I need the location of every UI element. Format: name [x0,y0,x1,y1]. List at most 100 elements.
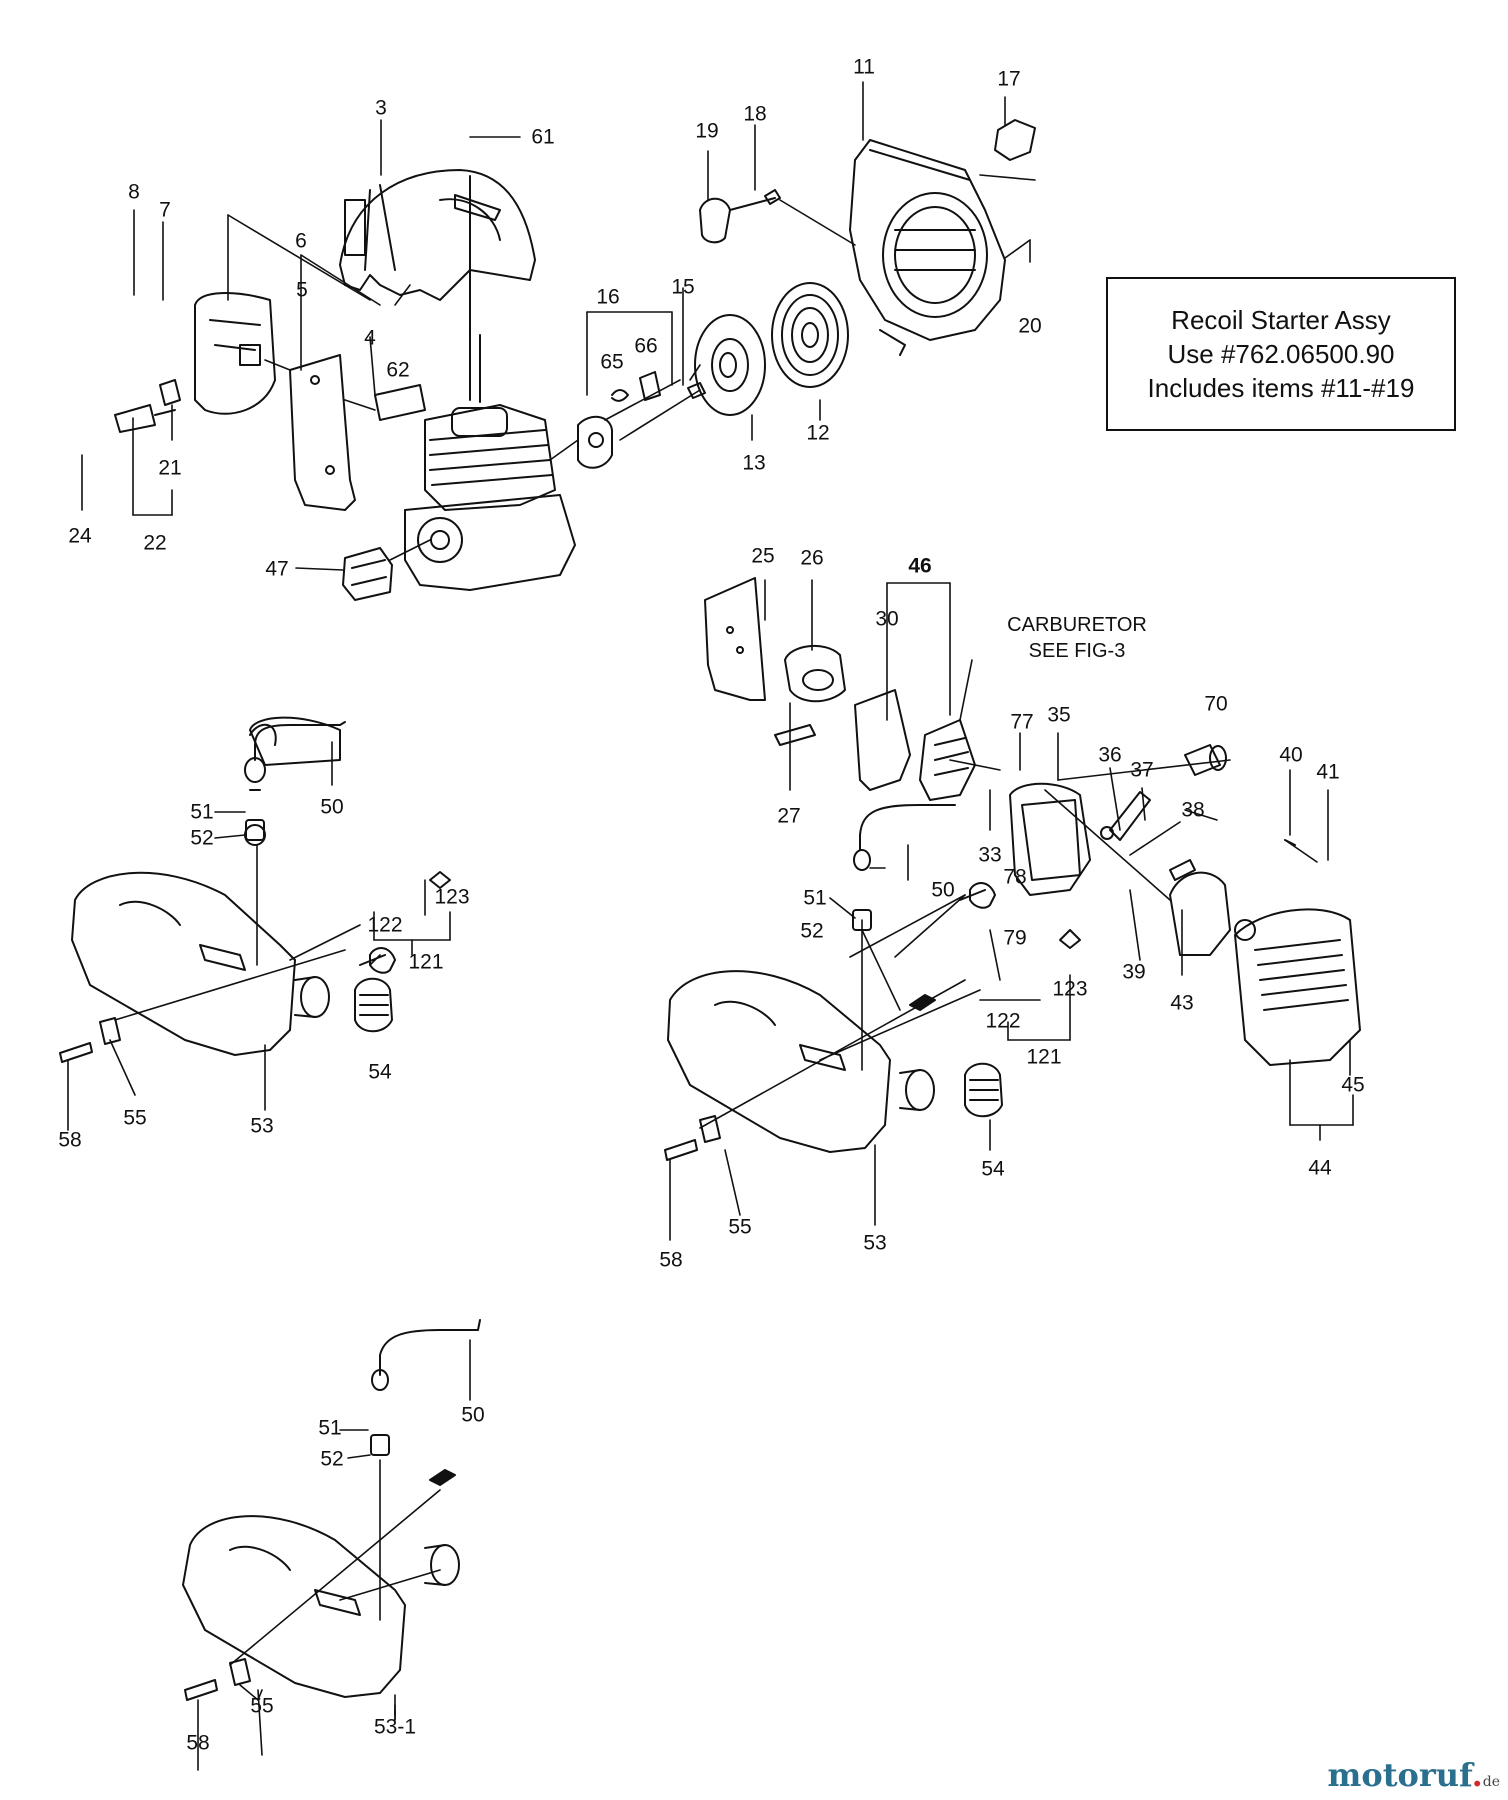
callout-46: 46 [908,554,932,578]
callout-50-right: 50 [931,878,955,902]
callout-65: 65 [600,350,624,374]
callout-25: 25 [751,544,775,568]
callout-3: 3 [375,96,387,120]
fuel-line-right [859,804,956,851]
callout-5: 5 [296,278,308,302]
callout-61: 61 [531,125,555,149]
callout-20: 20 [1018,314,1042,338]
callout-66: 66 [634,334,658,358]
watermark-tld: de [1482,1774,1500,1790]
callout-21: 21 [158,456,182,480]
watermark-logo: motoruf.de [1328,1756,1500,1794]
callout-27: 27 [777,804,801,828]
note-title: Recoil Starter Assy [1171,305,1391,335]
starter-handle [699,189,781,244]
callout-18: 18 [743,102,767,126]
callout-24: 24 [68,524,92,548]
watermark-name: motoruf [1327,1756,1472,1794]
callout-58-bottom: 58 [186,1731,210,1755]
callout-54-right: 54 [981,1157,1005,1181]
leader-lines [67,81,1354,1771]
callout-53-right: 53 [863,1231,887,1255]
fuel-tank-left [59,716,393,1063]
callout-78: 78 [1003,865,1027,889]
callout-53-left: 53 [250,1114,274,1138]
callout-4: 4 [364,326,376,350]
note-part-number: Use #762.06500.90 [1167,339,1395,369]
callout-7: 7 [159,198,171,222]
callout-123-left: 123 [434,885,470,909]
callout-51-right: 51 [803,886,827,910]
callout-121-right: 121 [1026,1045,1062,1069]
callout-122-right: 122 [985,1009,1021,1033]
callout-33: 33 [978,843,1002,867]
callout-43: 43 [1170,991,1194,1015]
callout-62: 62 [386,358,410,382]
clutch-spider [342,547,393,601]
callout-79: 79 [1003,926,1027,950]
callout-52-right: 52 [800,919,824,943]
callout-11: 11 [853,55,875,79]
callout-37: 37 [1130,758,1154,782]
primer-parts [1100,744,1296,881]
callout-122-left: 122 [367,913,403,937]
fuel-tank-right [664,970,1003,1161]
watermark-dot: . [1471,1756,1483,1794]
callout-55-left: 55 [123,1106,147,1130]
callout-58-right: 58 [659,1248,683,1272]
callout-55-bottom: 55 [250,1694,274,1718]
callout-58-left: 58 [58,1128,82,1152]
recoil-housing [849,139,1006,356]
callout-41: 41 [1316,760,1340,784]
fuel-line-bottom [379,1319,481,1376]
carburetor-label: CARBURETOR [1007,614,1147,636]
muffler [114,292,276,433]
boot-part [994,119,1036,161]
carb-group [704,577,976,801]
note-includes: Includes items #11-#19 [1147,373,1415,403]
callout-51-bottom: 51 [318,1416,342,1440]
callout-22: 22 [143,531,167,555]
callout-47: 47 [265,557,289,581]
starter-parts [577,282,849,469]
callout-35: 35 [1047,703,1071,727]
callout-13: 13 [742,451,766,475]
callout-6: 6 [295,229,307,253]
carburetor-reference: CARBURETOR SEE FIG-3 [1007,612,1147,664]
callout-54-left: 54 [368,1060,392,1084]
callout-123-right: 123 [1052,977,1088,1001]
callout-17: 17 [997,67,1021,91]
callout-55-right: 55 [728,1215,752,1239]
recoil-starter-note: Recoil Starter Assy Use #762.06500.90 In… [1106,277,1456,431]
engine-block [404,329,576,591]
callout-53-1: 53-1 [373,1715,417,1739]
callout-77: 77 [1010,710,1034,734]
callout-121-left: 121 [408,950,444,974]
fuel-tank-bottom [182,1469,460,1701]
callout-52-left: 52 [190,826,214,850]
callout-45: 45 [1341,1073,1365,1097]
callout-44: 44 [1308,1156,1332,1180]
fuel-line-left [254,724,341,761]
callout-19: 19 [695,119,719,143]
callout-38: 38 [1181,798,1205,822]
callout-15: 15 [671,275,695,299]
callout-30: 30 [875,607,899,631]
carburetor-fig-ref: SEE FIG-3 [1028,640,1126,662]
callout-16: 16 [596,285,620,309]
callout-36: 36 [1098,743,1122,767]
callout-8: 8 [128,180,140,204]
callout-39: 39 [1122,960,1146,984]
callout-70: 70 [1204,692,1228,716]
air-cleaner [1009,782,1361,1066]
callout-50-left: 50 [320,795,344,819]
callout-50-bottom: 50 [461,1403,485,1427]
callout-52-bottom: 52 [320,1447,344,1471]
engine-cover [339,169,536,331]
callout-12: 12 [806,421,830,445]
callout-26: 26 [800,546,824,570]
callout-51-left: 51 [190,800,214,824]
callout-40: 40 [1279,743,1303,767]
fuel-filters [245,819,1081,1456]
